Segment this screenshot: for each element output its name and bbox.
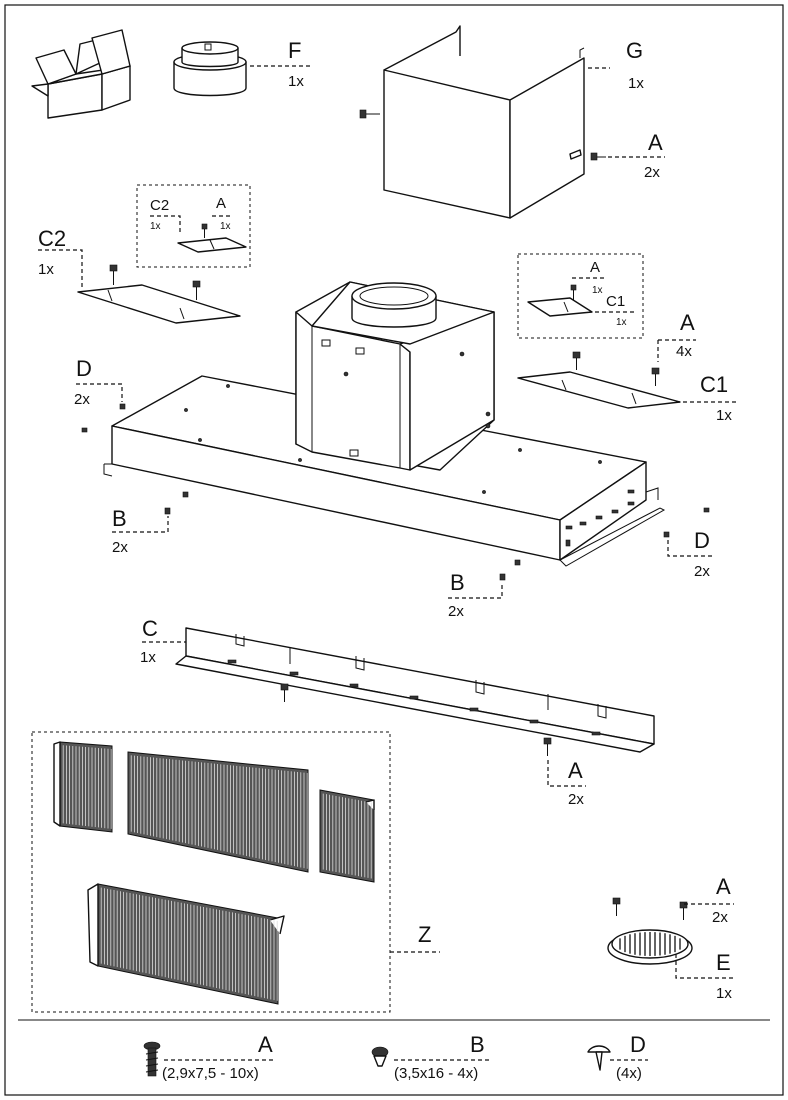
qty-C: 1x: [140, 649, 156, 666]
screw-icon: [192, 280, 201, 300]
leader-E: [675, 954, 736, 979]
qty-B-left: 2x: [112, 539, 128, 556]
qty-C1: 1x: [716, 407, 732, 424]
screw-icon: [182, 491, 189, 498]
label-detail-C1: C1: [606, 293, 626, 310]
legend-label-D: D: [630, 1032, 646, 1057]
legend-label-A: A: [258, 1032, 273, 1057]
label-A-c1: A: [680, 310, 695, 335]
screw-icon: [651, 367, 660, 386]
label-D-left: D: [76, 356, 92, 381]
chimney-cover-G: [383, 25, 585, 219]
label-A-chimney: A: [648, 130, 663, 155]
qty-D-left: 2x: [74, 391, 90, 408]
screw-icon: [612, 897, 621, 916]
qty-detail-C1: 1x: [616, 317, 627, 328]
leader-D-left: [76, 383, 123, 402]
qty-A-chimney: 2x: [644, 164, 660, 181]
flange-E: [607, 929, 693, 965]
screw-icon: [280, 683, 289, 702]
label-G: G: [626, 38, 644, 63]
page-border: [4, 4, 784, 1096]
screw-A-icon: [143, 1041, 161, 1077]
label-B-left: B: [112, 506, 127, 531]
screw-icon: [514, 559, 521, 566]
qty-B-right: 2x: [448, 603, 464, 620]
screw-icon: [570, 284, 577, 300]
label-detail-A-c2: A: [216, 195, 227, 212]
leader-B-right: [448, 582, 503, 599]
filters-box-Z: [31, 731, 391, 1013]
qty-C2: 1x: [38, 261, 54, 278]
packaging-box-icon: [31, 29, 131, 119]
screw-icon: [164, 507, 171, 515]
plug-icon: [119, 403, 126, 410]
label-A-flange: A: [716, 874, 731, 899]
bracket-C1-small: [527, 297, 593, 317]
screw-icon: [109, 264, 118, 285]
plug-D-icon: [587, 1045, 611, 1071]
label-F: F: [288, 38, 302, 63]
legend-spec-A: (2,9x7,5 - 10x): [162, 1065, 259, 1082]
label-D-right: D: [694, 528, 710, 553]
qty-detail-A-c1: 1x: [592, 285, 603, 296]
label-C2: C2: [38, 226, 67, 251]
legend-spec-B: (3,5x16 - 4x): [394, 1065, 479, 1082]
plug-icon: [81, 427, 88, 433]
leader-B-left: [112, 516, 169, 533]
qty-detail-C2: 1x: [150, 221, 161, 232]
leader-detail-C2: [150, 215, 181, 234]
grease-filter: [53, 741, 113, 833]
label-A-rail: A: [568, 758, 583, 783]
qty-D-right: 2x: [694, 563, 710, 580]
rail-C: [175, 627, 655, 753]
screw-icon: [359, 109, 380, 119]
plug-icon: [663, 531, 670, 538]
label-detail-C2: C2: [150, 197, 170, 214]
screw-icon: [572, 351, 581, 370]
label-E: E: [716, 950, 731, 975]
label-C1: C1: [700, 372, 729, 397]
legend-spec-D: (4x): [616, 1065, 642, 1082]
qty-G: 1x: [628, 75, 644, 92]
label-Z: Z: [418, 922, 432, 947]
qty-F: 1x: [288, 73, 304, 90]
qty-A-flange: 2x: [712, 909, 728, 926]
duct-adapter-F: [173, 41, 247, 97]
screw-icon: [590, 152, 606, 161]
filter-grill-lines: [62, 745, 372, 1001]
qty-A-rail: 2x: [568, 791, 584, 808]
qty-E: 1x: [716, 985, 732, 1002]
grease-filter: [319, 789, 375, 883]
screw-icon: [543, 737, 552, 756]
screw-icon: [201, 223, 208, 238]
leader-A-rail: [547, 760, 586, 787]
detail-box-C2: [136, 184, 251, 268]
label-C: C: [142, 616, 158, 641]
leader-C2: [38, 249, 83, 290]
screw-icon: [499, 573, 506, 581]
qty-A-c1: 4x: [676, 343, 692, 360]
detail-box-C1: [517, 253, 644, 339]
label-B-right: B: [450, 570, 465, 595]
plug-icon: [703, 507, 710, 513]
leader-D-right: [667, 540, 714, 557]
hood-body: [103, 281, 666, 567]
bracket-C2: [77, 284, 241, 324]
screw-B-icon: [371, 1046, 389, 1067]
qty-detail-A-c2: 1x: [220, 221, 231, 232]
label-detail-A-c1: A: [590, 259, 601, 276]
legend-label-B: B: [470, 1032, 485, 1057]
screw-icon: [679, 901, 688, 920]
